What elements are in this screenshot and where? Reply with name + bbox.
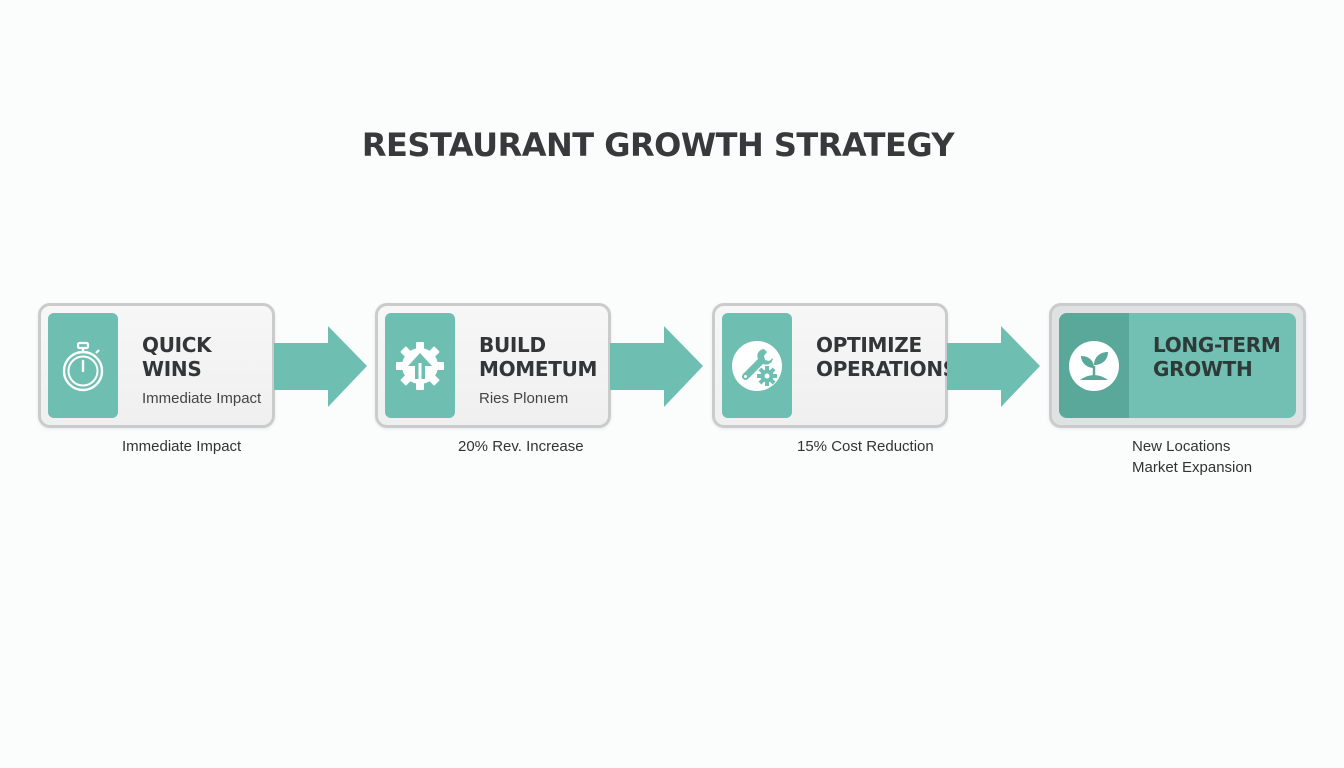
- heading-line-1: BUILD: [479, 333, 546, 357]
- wrench-gear-icon: [732, 340, 782, 391]
- step-card-build-momentum: BUILD MOMETUM Ries Plonıem: [375, 303, 611, 428]
- step-subtitle: Immediate Impact: [142, 390, 262, 407]
- icon-panel: [48, 313, 118, 418]
- sprout-icon: [1069, 340, 1119, 391]
- step-card-long-term-growth: LONG-TERM GROWTH: [1049, 303, 1306, 428]
- heading-line-1: OPTIMIZE: [816, 333, 922, 357]
- arrow-right-icon: [274, 326, 367, 407]
- gear-arrow-up-icon: [396, 341, 444, 390]
- arrow-right-icon: [610, 326, 703, 407]
- heading-line-2: OPERATIONS: [816, 357, 957, 381]
- heading-line-1: LONG-TERM: [1153, 333, 1281, 357]
- step-card-optimize-operations: OPTIMIZE OPERATIONS: [712, 303, 957, 428]
- step-heading: QUICK WINS: [142, 333, 212, 381]
- step-heading: OPTIMIZE OPERATIONS: [816, 333, 957, 381]
- step-subtitle: Ries Plonıem: [479, 390, 569, 407]
- icon-panel: [722, 313, 792, 418]
- step-caption: New Locations Market Expansion: [1132, 436, 1252, 478]
- caption-line-1: New Locations: [1132, 438, 1231, 455]
- icon-panel: [385, 313, 455, 418]
- heading-line-2: WINS: [142, 357, 202, 381]
- step-heading: LONG-TERM GROWTH: [1153, 333, 1281, 381]
- heading-line-2: GROWTH: [1153, 357, 1253, 381]
- step-caption: 20% Rev. Increase: [458, 436, 584, 457]
- step-card-quick-wins: QUICK WINS Immediate Impact: [38, 303, 275, 428]
- step-caption: 15% Cost Reduction: [797, 436, 934, 457]
- step-caption: Immediate Impact: [122, 436, 241, 457]
- caption-line-1: Immediate Impact: [122, 438, 242, 455]
- stopwatch-icon: [62, 341, 104, 391]
- heading-line-1: QUICK: [142, 333, 212, 357]
- caption-line-1: 15% Cost Reduction: [797, 438, 934, 455]
- icon-wrap: [1059, 313, 1129, 418]
- diagram-title: RESTAURANT GROWTH STRATEGY: [361, 126, 955, 164]
- step-heading: BUILD MOMETUM: [479, 333, 597, 381]
- caption-line-1: 20% Rev. Increase: [458, 438, 584, 455]
- arrow-right-icon: [947, 326, 1040, 407]
- heading-line-2: MOMETUM: [479, 357, 598, 381]
- caption-line-2: Market Expansion: [1132, 459, 1253, 476]
